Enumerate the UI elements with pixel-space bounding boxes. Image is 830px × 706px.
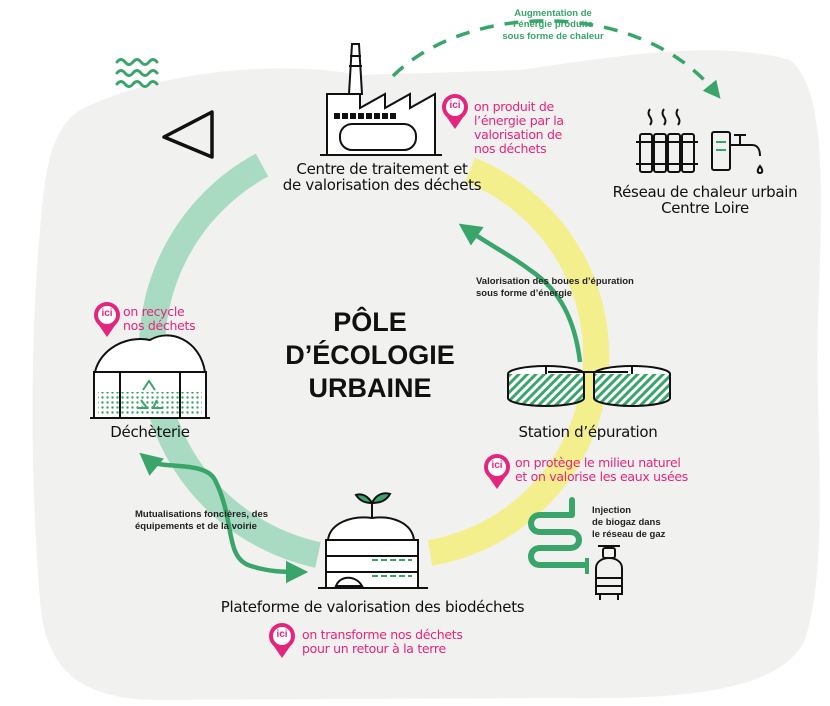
recycling-center-label: Déchèterie [110, 423, 190, 441]
biowaste-platform-note: on transforme nos déchets pour un retour… [302, 627, 463, 656]
ici-marker-label: ici [449, 100, 461, 111]
biogas-injection-note: Injection de biogaz dans le réseau de ga… [592, 505, 666, 540]
gas-bottle-icon [595, 545, 623, 600]
heat-network-label: Réseau de chaleur urbain Centre Loire [612, 183, 798, 217]
ici-marker-icon [94, 302, 120, 337]
shared-resources-arrow [139, 452, 309, 584]
sludge-flow-arrow [458, 223, 583, 363]
ici-marker-label: ici [491, 460, 503, 471]
tap-icon [711, 131, 764, 175]
ici-marker-icon [484, 454, 510, 489]
treatment-center-label: Centre de traitement et de valorisation … [282, 160, 482, 194]
recycling-bin-icon [90, 334, 210, 419]
treatment-center-note: on produit de l’énergie par la valorisat… [474, 99, 564, 156]
treatment-plant-note: on protège le milieu naturel et on valor… [515, 455, 688, 484]
recycling-center-note: on recycle nos déchets [123, 304, 196, 333]
biogas-pipe [528, 497, 587, 568]
sludge-recovery-note: Valorisation des boues d’épuration sous … [476, 276, 634, 299]
compost-icon [318, 492, 428, 589]
factory-icon [320, 43, 442, 156]
ici-marker-label: ici [276, 629, 288, 640]
ici-marker-icon [269, 623, 295, 658]
heat-increase-note: Augmentation de l’énergie produite sous … [502, 8, 604, 42]
heat-flow-arrow [391, 19, 721, 99]
biowaste-platform-label: Plateforme de valorisation des biodéchet… [220, 598, 525, 616]
radiator-icon [636, 108, 698, 173]
ici-marker-icon [442, 94, 468, 129]
treatment-plant-icon [507, 365, 671, 407]
shared-resources-note: Mutualisations foncières, des équipement… [135, 509, 269, 532]
center-title: PÔLE D’ÉCOLOGIE URBAINE [285, 307, 455, 403]
treatment-plant-label: Station d’épuration [518, 423, 658, 441]
triangle-icon [162, 110, 214, 159]
wave-icon [115, 58, 159, 88]
ici-marker-label: ici [101, 308, 113, 319]
